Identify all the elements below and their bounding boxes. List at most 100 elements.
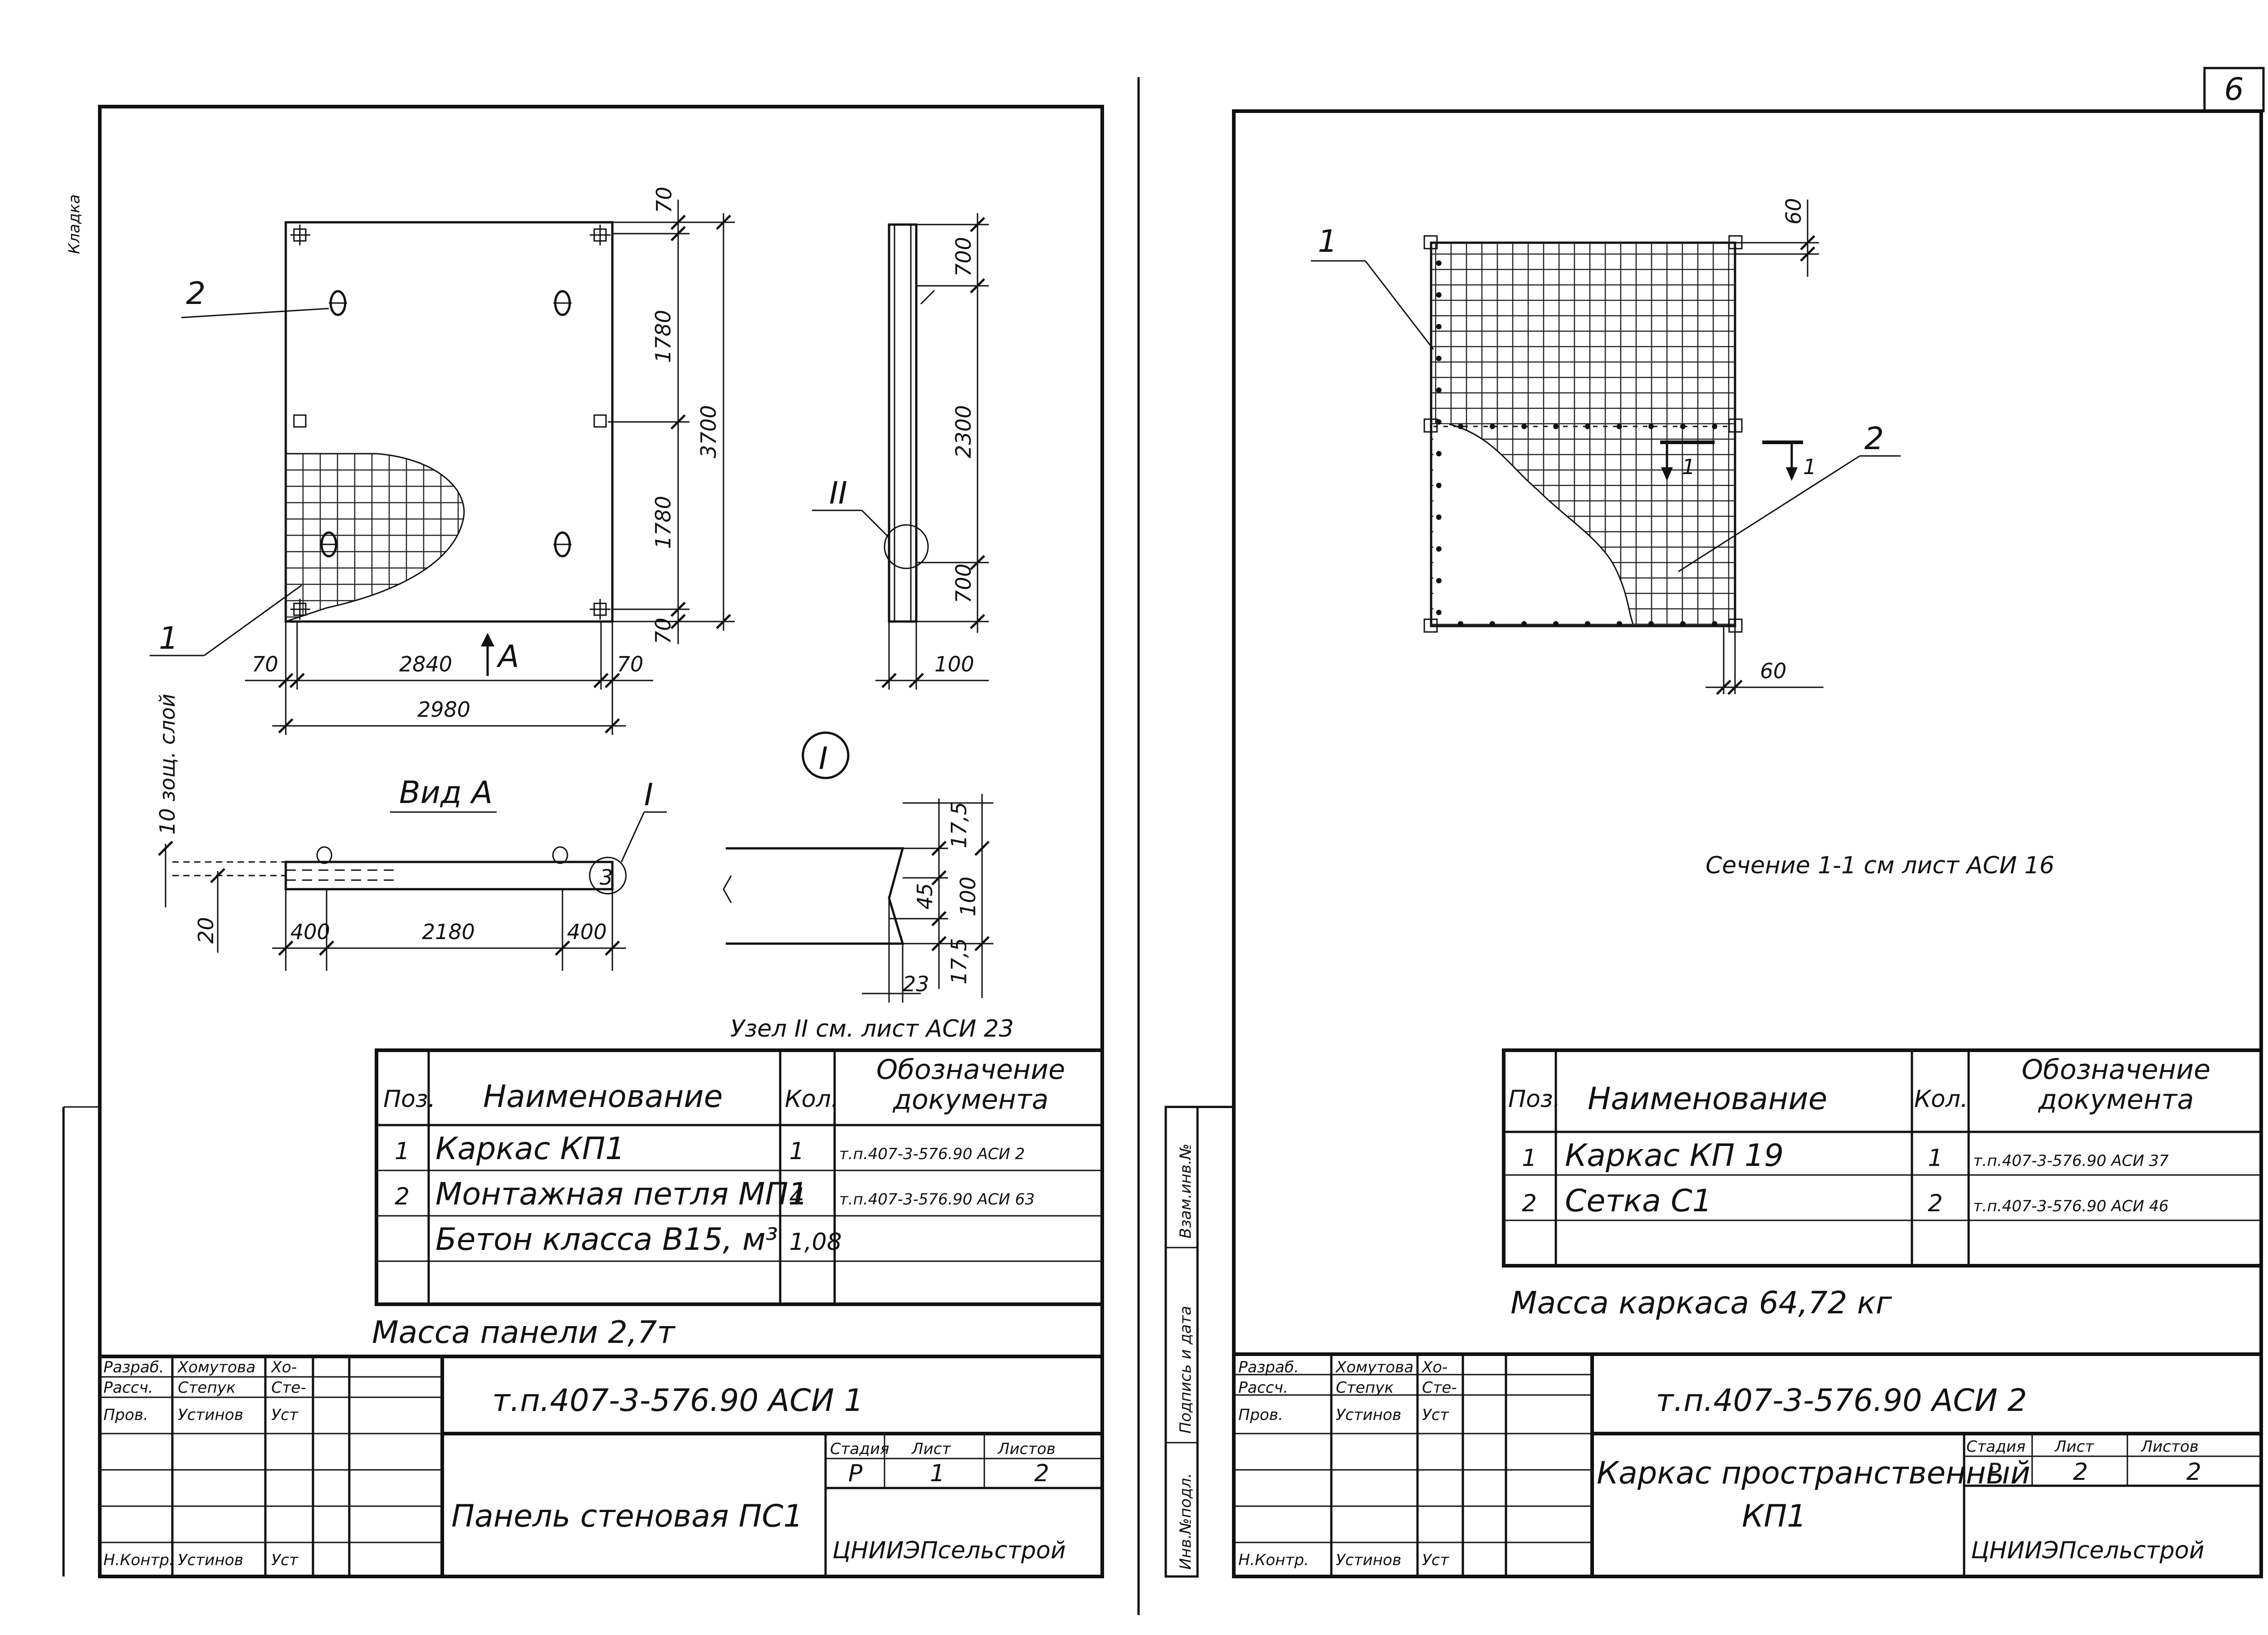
title-block-cell: Н.Контр. (1238, 1551, 1309, 1569)
left-frame (98, 105, 1104, 1578)
title-block-cell: Степук (1336, 1379, 1394, 1397)
right-sheet: 2 (2073, 1459, 2088, 1486)
title-block-cell: Уст (271, 1406, 298, 1424)
right-col-qty: Кол. (1914, 1086, 1968, 1113)
view-a: Вид A (158, 775, 667, 971)
right-col-name: Наименование (1588, 1081, 1827, 1117)
table-cell-doc: т.п.407-3-576.90 АСИ 2 (839, 1145, 1025, 1163)
mesh-blank-region (1433, 424, 1633, 624)
dim-2840: 2840 (399, 652, 452, 676)
title-block-cell: Пров. (1238, 1406, 1283, 1424)
title-block-cell: Степук (178, 1379, 236, 1397)
title-block-cell: Разраб. (1238, 1358, 1299, 1376)
dim-70-left: 70 (252, 652, 279, 676)
panel-side-view (812, 213, 989, 690)
dim-60-top: 60 (1781, 198, 1806, 225)
table-cell-doc: т.п.407-3-576.90 АСИ 37 (1973, 1152, 2169, 1170)
right-spec-table (1502, 1048, 2263, 1268)
callout-2: 2 (186, 276, 205, 312)
table-cell-qty: 1 (789, 1138, 804, 1165)
right-col-doc: Обозначение документа (2022, 1055, 2210, 1115)
table-cell-name: Каркас КП 19 (1565, 1138, 1784, 1174)
left-sheets: 2 (1034, 1460, 1049, 1487)
dim-100: 100 (934, 652, 974, 676)
dim-3700: 3700 (696, 405, 721, 458)
left-stage-header: Стадия (830, 1440, 889, 1458)
title-block-cell: Рассч. (1238, 1379, 1288, 1397)
right-sheets-header: Листов (2140, 1438, 2199, 1456)
dim-700-a: 700 (951, 237, 976, 277)
table-cell-pos: 1 (1522, 1145, 1537, 1172)
right-drawing-title-b: КП1 (1742, 1498, 1807, 1534)
title-block-cell: Устинов (178, 1406, 243, 1424)
right-callout-1: 1 (1318, 224, 1337, 259)
lifting-loops (320, 290, 572, 558)
section-note: Сечение 1-1 см лист АСИ 16 (1706, 852, 2054, 879)
dim-400-a: 400 (290, 920, 330, 944)
title-block-cell: Устинов (1336, 1406, 1401, 1424)
page-number: 6 (2224, 72, 2244, 108)
table-cell-qty: 2 (1928, 1190, 1943, 1217)
dim-2980: 2980 (417, 697, 470, 722)
frame-plan-view (1311, 200, 1901, 695)
dim-400-b: 400 (567, 920, 607, 944)
right-col-pos: Поз. (1508, 1086, 1560, 1113)
table-cell-pos: 1 (395, 1138, 410, 1165)
left-col-doc: Обозначение документа (876, 1055, 1065, 1115)
title-block-cell: Пров. (103, 1406, 148, 1424)
right-org: ЦНИИЭПсельстрой (1971, 1537, 2204, 1564)
dim-100-b: 100 (956, 876, 980, 916)
panel-outline (284, 221, 614, 623)
panel-vertical-dims (608, 200, 735, 644)
callout-1: 1 (159, 621, 178, 656)
dim-20: 20 (194, 917, 218, 944)
title-block-cell: Хо- (1421, 1358, 1447, 1376)
table-cell-doc: т.п.407-3-576.90 АСИ 63 (839, 1190, 1035, 1209)
left-org: ЦНИИЭПсельстрой (832, 1537, 1066, 1564)
right-title-block (1234, 1352, 2261, 1576)
right-drawing-code: т.п.407-3-576.90 АСИ 2 (1656, 1383, 2027, 1419)
title-block-cell: Н.Контр. (103, 1551, 174, 1569)
table-cell-name: Бетон класса В15, м³ (435, 1222, 778, 1258)
table-cell-qty: 1,08 (789, 1229, 842, 1256)
left-sheet-header: Лист (911, 1440, 951, 1458)
callout-3: 3 (600, 865, 613, 890)
section-cut-b: 1 (1803, 455, 1816, 479)
right-sheet-header: Лист (2054, 1438, 2094, 1456)
callout-ii: II (829, 475, 847, 511)
dim-1780-a: 1780 (651, 310, 675, 363)
title-block-cell: Рассч. (103, 1379, 153, 1397)
left-sheet: Кладка (62, 105, 1104, 1578)
view-arrow-label: A (496, 639, 519, 675)
left-sheet: 1 (930, 1460, 945, 1487)
title-block-cell: Хомутова (1335, 1358, 1413, 1376)
left-drawing-title: Панель стеновая ПС1 (451, 1498, 803, 1534)
table-cell-pos: 2 (1522, 1190, 1537, 1217)
left-vertical-label: Кладка (65, 194, 83, 254)
table-cell-name: Монтажная петля МП1 (435, 1176, 808, 1212)
right-sheet: Взам.инв.№ Подпись и дата Инв.№подл. (1164, 109, 2263, 1578)
right-binding-strip (1164, 1106, 1234, 1578)
table-cell-qty: 4 (789, 1183, 804, 1210)
table-cell-name: Каркас КП1 (435, 1131, 625, 1167)
section-cut-a: 1 (1682, 455, 1695, 479)
left-col-qty: Кол. (785, 1086, 839, 1113)
dim-700-b: 700 (951, 563, 976, 603)
right-callout-2: 2 (1864, 421, 1884, 457)
right-side-label-2: Подпись и дата (1177, 1306, 1195, 1434)
dim-2300: 2300 (951, 405, 976, 458)
dim-70-right: 70 (617, 652, 644, 676)
right-mass-note: Масса каркаса 64,72 кг (1510, 1285, 1892, 1321)
left-col-pos: Поз. (383, 1086, 435, 1113)
left-spec-table (375, 1048, 1104, 1306)
left-drawing-code: т.п.407-3-576.90 АСИ 1 (492, 1383, 864, 1419)
dim-70-top: 70 (652, 186, 676, 213)
right-frame (1232, 109, 2263, 1578)
table-cell-doc: т.п.407-3-576.90 АСИ 46 (1973, 1197, 2169, 1215)
dim-17-5-a: 17,5 (947, 802, 971, 848)
panel-horizontal-dims (245, 622, 653, 735)
right-stage: Р (1987, 1459, 2001, 1486)
